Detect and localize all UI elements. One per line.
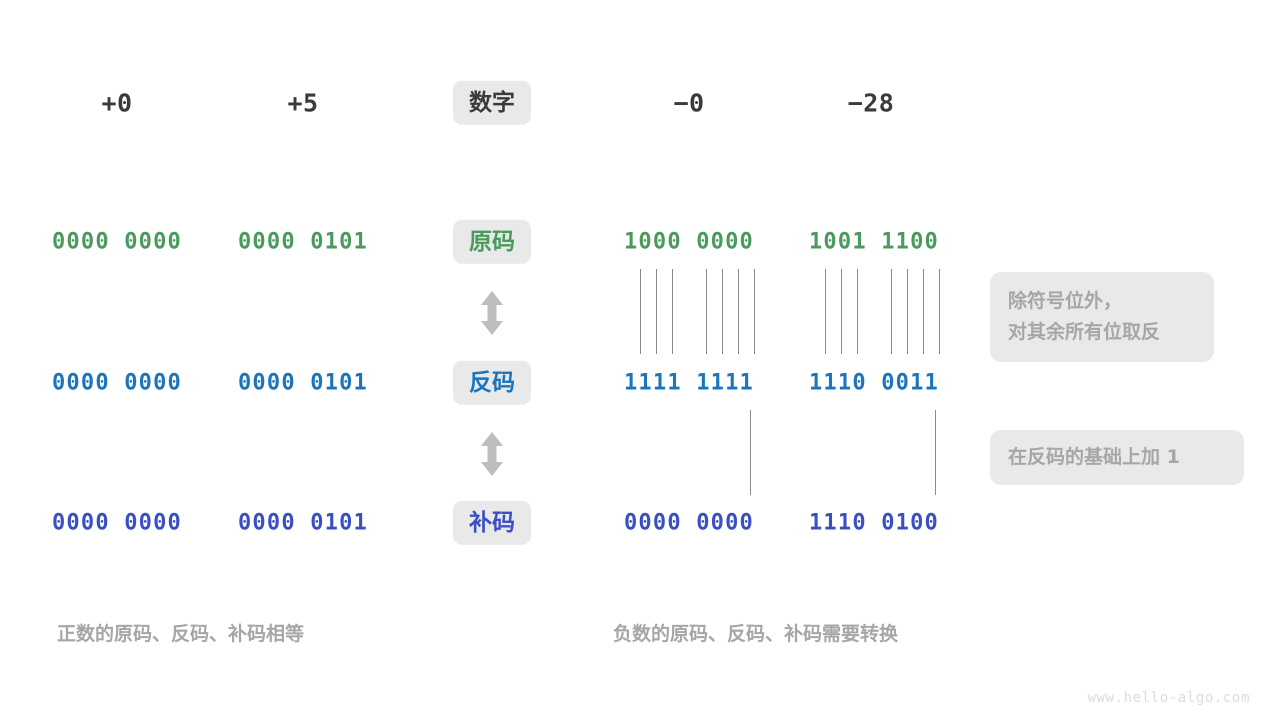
- connector-slot-bit3: [849, 269, 865, 354]
- connector-slot-bit2: [648, 269, 664, 354]
- connector-slot-space: [680, 269, 698, 354]
- up-down-arrow-icon-top: [479, 290, 505, 336]
- value-ones-complement-neg-twentyeight: 1110 0011: [808, 370, 940, 396]
- value-true-form-neg-zero: 1000 0000: [623, 229, 755, 255]
- connector-line-neg-zero-addone: [750, 410, 751, 495]
- value-ones-complement-neg-zero: 1111 1111: [623, 370, 755, 396]
- connector-slot-bit1: [632, 269, 648, 354]
- header-number-neg-twentyeight: −28: [847, 88, 895, 118]
- connector-slot-bit6: [915, 269, 931, 354]
- connector-slot-bit7: [931, 269, 947, 354]
- caption-negative-numbers: 负数的原码、反码、补码需要转换: [613, 623, 899, 645]
- value-ones-complement-pos-zero: 0000 0000: [51, 370, 183, 396]
- value-twos-complement-neg-twentyeight: 1110 0100: [808, 510, 940, 536]
- connector-slot-bit3: [664, 269, 680, 354]
- header-number-pos-five: +5: [287, 88, 319, 118]
- note-add-one: 在反码的基础上加 1: [990, 430, 1244, 485]
- row-badge-twos-complement: 补码: [453, 500, 531, 546]
- value-true-form-pos-five: 0000 0101: [237, 229, 369, 255]
- value-twos-complement-pos-zero: 0000 0000: [51, 510, 183, 536]
- connector-slot-bit1: [817, 269, 833, 354]
- watermark-url: www.hello-algo.com: [1087, 690, 1250, 706]
- connector-slot-bit4: [698, 269, 714, 354]
- value-twos-complement-neg-zero: 0000 0000: [623, 510, 755, 536]
- row-badge-ones-complement: 反码: [453, 360, 531, 406]
- header-number-pos-zero: +0: [101, 88, 133, 118]
- connector-slot-bit4: [883, 269, 899, 354]
- note-invert-bits: 除符号位外， 对其余所有位取反: [990, 272, 1214, 362]
- value-true-form-neg-twentyeight: 1001 1100: [808, 229, 940, 255]
- connector-slot-bit6: [730, 269, 746, 354]
- value-ones-complement-pos-five: 0000 0101: [237, 370, 369, 396]
- header-badge-number: 数字: [453, 80, 531, 126]
- connector-lines-neg-twentyeight-invert: [801, 269, 947, 354]
- connector-line-neg-twentyeight-addone: [935, 410, 936, 495]
- value-true-form-pos-zero: 0000 0000: [51, 229, 183, 255]
- connector-slot-space: [865, 269, 883, 354]
- connector-lines-neg-zero-invert: [616, 269, 762, 354]
- connector-slot-bit2: [833, 269, 849, 354]
- header-number-neg-zero: −0: [673, 88, 705, 118]
- connector-slot-bit0: [801, 269, 817, 354]
- up-down-arrow-icon-bottom: [479, 431, 505, 477]
- caption-positive-numbers: 正数的原码、反码、补码相等: [57, 623, 305, 645]
- row-badge-true-form: 原码: [453, 219, 531, 265]
- connector-slot-bit7: [746, 269, 762, 354]
- connector-slot-bit0: [616, 269, 632, 354]
- value-twos-complement-pos-five: 0000 0101: [237, 510, 369, 536]
- connector-slot-bit5: [899, 269, 915, 354]
- connector-slot-bit5: [714, 269, 730, 354]
